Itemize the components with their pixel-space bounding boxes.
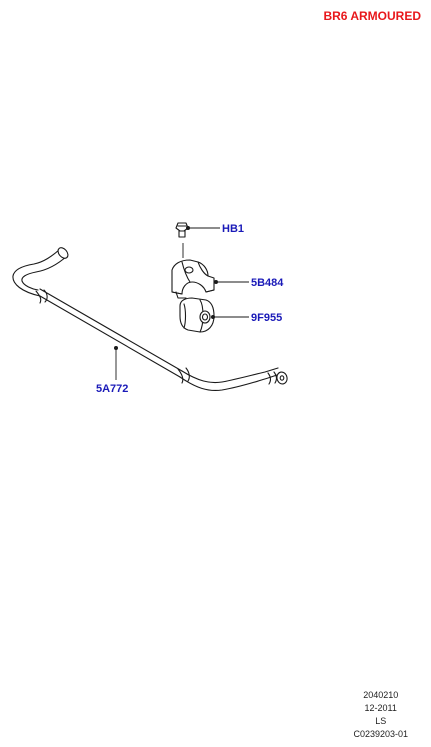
diagram-initials: LS <box>375 716 387 726</box>
callout-5a772: 5A772 <box>96 383 128 395</box>
bolt-part <box>175 222 189 238</box>
bush-part <box>179 297 215 333</box>
leader-lines <box>114 226 249 380</box>
diagram-reference-code: C0239203-01 <box>353 729 408 739</box>
callout-5b484: 5B484 <box>251 277 284 289</box>
clamp-part <box>171 259 215 299</box>
callout-9f955: 9F955 <box>251 312 282 324</box>
callout-hb1: HB1 <box>222 223 244 235</box>
diagram-date: 12-2011 <box>364 703 397 713</box>
variant-label: BR6 ARMOURED <box>323 9 421 23</box>
diagram-number: 2040210 <box>363 690 399 700</box>
stabilizer-bar <box>12 247 288 392</box>
diagram-reference-block: 2040210 12-2011 LS C0239203-01 <box>353 689 408 741</box>
